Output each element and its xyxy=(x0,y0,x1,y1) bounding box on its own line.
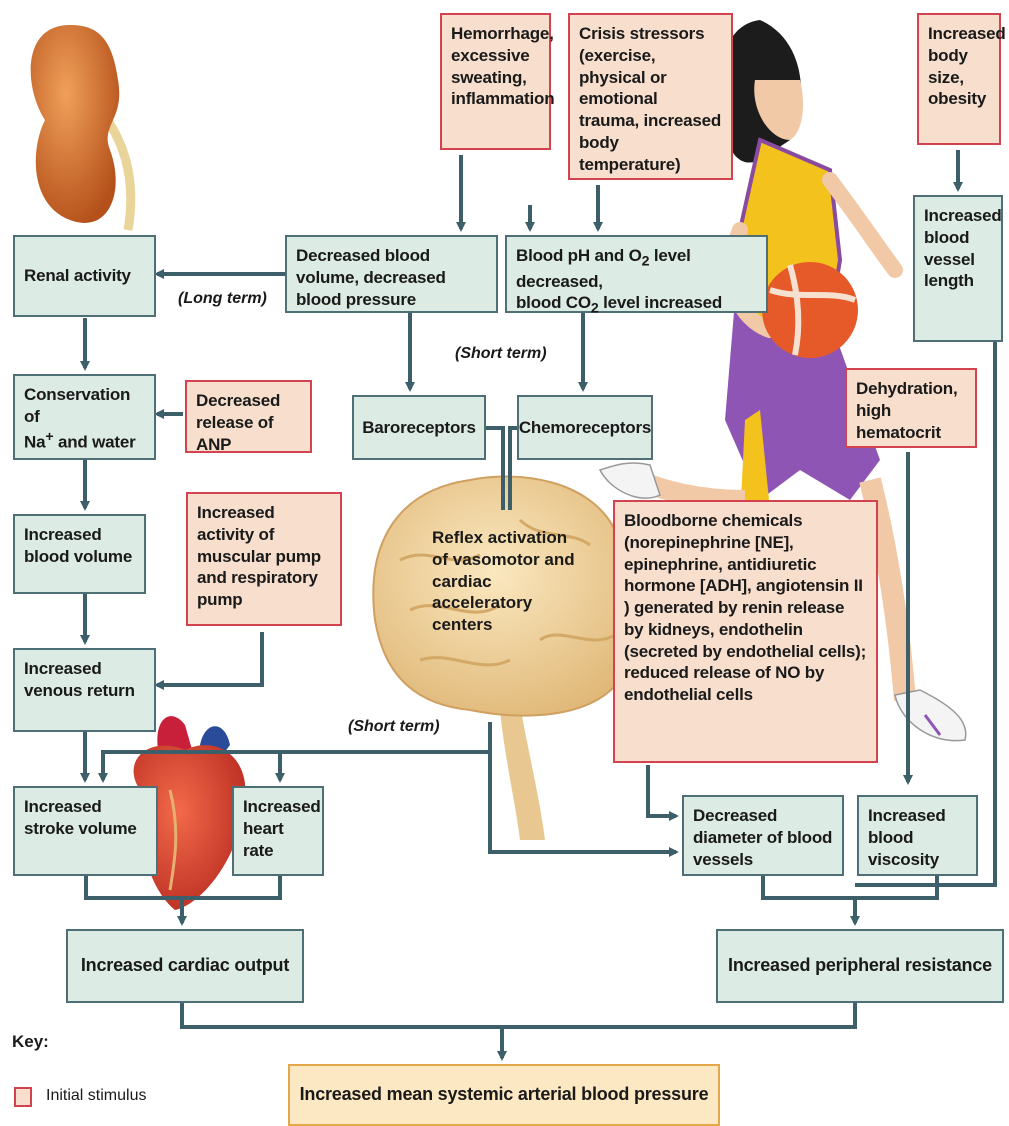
peripheral-resistance-box: Increased peripheral resistance xyxy=(716,929,1004,1003)
stimulus-dehydration: Dehydration, high hematocrit xyxy=(845,368,977,448)
key-title: Key: xyxy=(12,1032,49,1052)
decreased-blood-volume-box: Decreased blood volume, decreased blood … xyxy=(285,235,498,313)
stimulus-bloodborne-chemicals: Bloodborne chemicals (norepinephrine [NE… xyxy=(613,500,878,763)
heart-rate-box: Increased heart rate xyxy=(232,786,324,876)
stimulus-muscular-pump: Increased activity of muscular pump and … xyxy=(186,492,342,626)
conservation-na: Na xyxy=(24,432,45,451)
conservation-box: Conservation of Na+ and water xyxy=(13,374,156,460)
stimulus-decreased-anp: Decreased release of ANP xyxy=(185,380,312,453)
vessel-length-box: Increased blood vessel length xyxy=(913,195,1003,342)
baroreceptors-box: Baroreceptors xyxy=(352,395,486,460)
long-term-label: (Long term) xyxy=(178,290,267,308)
short-term-label-upper: (Short term) xyxy=(455,345,547,363)
blood-ph-line2-sub: 2 xyxy=(591,301,599,317)
vessel-diameter-box: Decreased diameter of blood vessels xyxy=(682,795,844,876)
venous-return-box: Increased venous return xyxy=(13,648,156,732)
blood-ph-line1-a: Blood pH and O xyxy=(516,246,642,265)
stimulus-crisis-stressors: Crisis stressors (exercise, physical or … xyxy=(568,13,733,180)
conservation-line1: Conservation of xyxy=(24,385,130,426)
stroke-volume-box: Increased stroke volume xyxy=(13,786,158,876)
stimulus-hemorrhage: Hemorrhage, excessive sweating, inflamma… xyxy=(440,13,551,150)
short-term-label-lower: (Short term) xyxy=(348,718,440,736)
blood-ph-line2-a: blood CO xyxy=(516,293,591,312)
conservation-water: and water xyxy=(53,432,135,451)
chemoreceptors-box: Chemoreceptors xyxy=(517,395,653,460)
renal-activity-box: Renal activity xyxy=(13,235,156,317)
increased-blood-volume-box: Increased blood volume xyxy=(13,514,146,594)
blood-viscosity-box: Increased blood viscosity xyxy=(857,795,978,876)
blood-ph-line2-b: level increased xyxy=(599,293,722,312)
mean-pressure-box: Increased mean systemic arterial blood p… xyxy=(288,1064,720,1126)
key-stimulus-swatch xyxy=(14,1087,32,1107)
blood-ph-box: Blood pH and O2 level decreased, blood C… xyxy=(505,235,768,313)
key-stimulus-label: Initial stimulus xyxy=(46,1087,146,1105)
stimulus-body-size: Increased body size, obesity xyxy=(917,13,1001,145)
cardiac-output-box: Increased cardiac output xyxy=(66,929,304,1003)
reflex-activation-text: Reflex activation of vasomotor and cardi… xyxy=(432,527,582,636)
